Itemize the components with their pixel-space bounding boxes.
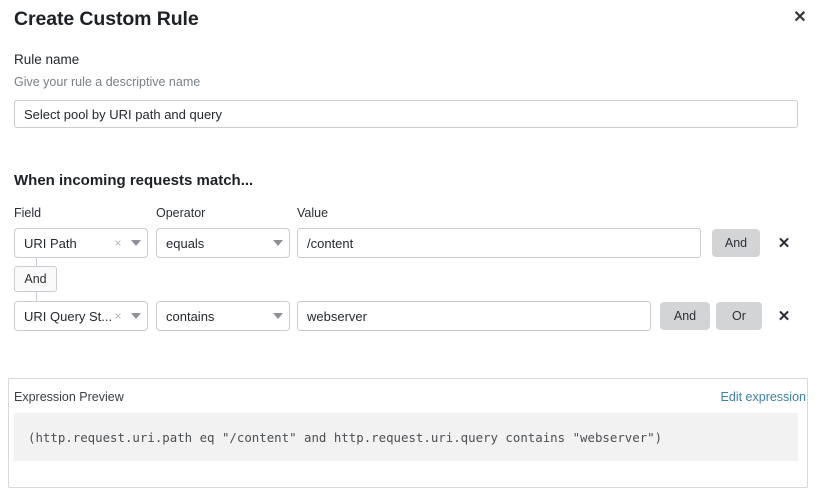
condition-row: URI Query St... × contains And Or ✕ — [0, 301, 820, 331]
column-header-operator: Operator — [156, 206, 206, 220]
match-section-heading: When incoming requests match... — [14, 172, 254, 189]
operator-select-1-value: equals — [166, 235, 205, 251]
value-input-2[interactable] — [297, 301, 651, 331]
connector-line-top — [36, 258, 37, 267]
value-input-1[interactable] — [297, 228, 701, 258]
field-select-1[interactable]: URI Path × — [14, 228, 148, 258]
delete-condition-2-icon[interactable]: ✕ — [772, 303, 796, 329]
delete-condition-1-icon[interactable]: ✕ — [772, 230, 796, 256]
and-button-2[interactable]: And — [660, 302, 710, 330]
expression-preview-code: (http.request.uri.path eq "/content" and… — [14, 413, 798, 461]
field-select-2[interactable]: URI Query St... × — [14, 301, 148, 331]
connector-line-bottom — [36, 292, 37, 301]
operator-select-1[interactable]: equals — [156, 228, 290, 258]
field-select-2-value: URI Query St... — [24, 308, 111, 324]
operator-select-2[interactable]: contains — [156, 301, 290, 331]
expression-preview-label: Expression Preview — [14, 390, 124, 404]
chevron-down-icon[interactable] — [125, 313, 147, 319]
operator-select-2-value: contains — [166, 308, 215, 324]
clear-icon[interactable]: × — [114, 236, 122, 250]
clear-icon[interactable]: × — [114, 309, 122, 323]
chevron-down-icon[interactable] — [267, 240, 289, 246]
chevron-down-icon[interactable] — [125, 240, 147, 246]
condition-row: URI Path × equals And ✕ — [0, 228, 820, 258]
or-button-2[interactable]: Or — [716, 302, 762, 330]
page-title: Create Custom Rule — [14, 8, 199, 30]
edit-expression-link[interactable]: Edit expression — [720, 390, 806, 404]
rule-name-label: Rule name — [14, 52, 80, 67]
rule-name-sublabel: Give your rule a descriptive name — [14, 75, 201, 89]
chevron-down-icon[interactable] — [267, 313, 289, 319]
field-select-1-value: URI Path — [24, 235, 77, 251]
and-button-1[interactable]: And — [712, 229, 760, 257]
rule-name-input[interactable] — [14, 100, 798, 128]
column-header-value: Value — [297, 206, 329, 220]
column-header-field: Field — [14, 206, 42, 220]
create-custom-rule-dialog: Create Custom Rule ✕ Rule name Give your… — [0, 7, 820, 488]
close-icon[interactable]: ✕ — [789, 7, 811, 29]
connector-and-chip[interactable]: And — [14, 266, 57, 292]
